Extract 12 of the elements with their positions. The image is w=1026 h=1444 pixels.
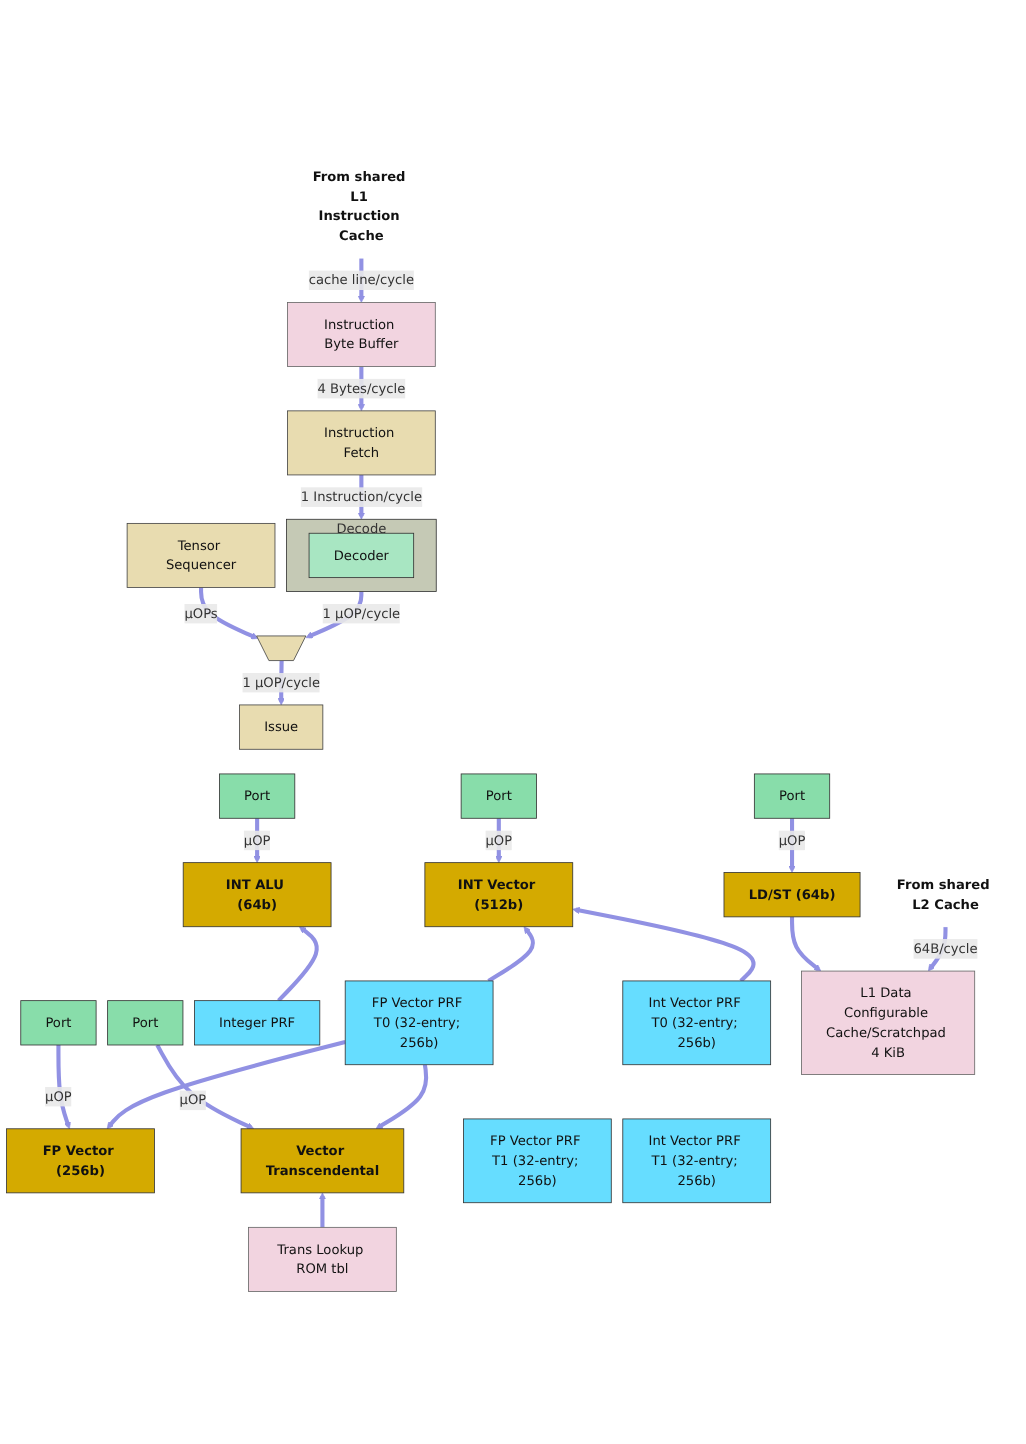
arrow	[106, 1038, 346, 1129]
arrow	[277, 925, 319, 1002]
arrow	[253, 817, 261, 862]
arrow	[572, 905, 756, 982]
arrow	[56, 1044, 71, 1129]
arrow	[318, 1191, 327, 1227]
arrow	[375, 1063, 429, 1129]
arrow	[495, 817, 503, 862]
arrow	[789, 915, 822, 971]
node-trapezoid	[256, 634, 307, 660]
arrow	[487, 925, 535, 982]
arrow	[155, 1043, 255, 1129]
